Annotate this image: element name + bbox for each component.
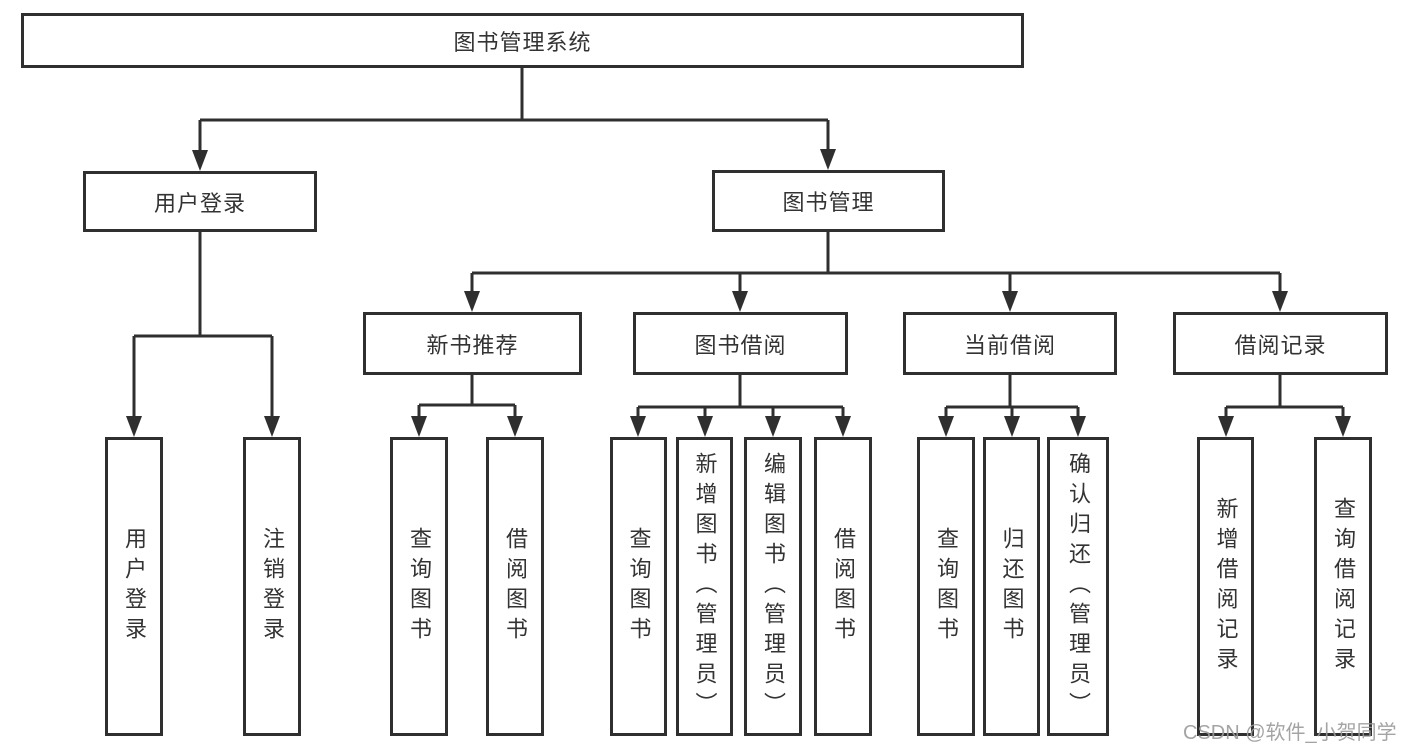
leaf-label: 新增图书（管理员）: [692, 451, 718, 722]
leaf-edit-book-admin: 编辑图书（管理员）: [744, 437, 802, 736]
leaf-query-borrow-record: 查询借阅记录: [1314, 437, 1372, 736]
csdn-watermark: CSDN @软件_小贺同学: [1183, 722, 1397, 744]
arrow-down-icon: [464, 291, 480, 312]
leaf-add-borrow-record: 新增借阅记录: [1197, 437, 1254, 736]
node-borrowing-records: 借阅记录: [1173, 312, 1388, 375]
node-book-management: 图书管理: [712, 170, 945, 232]
leaf-label: 用户登录: [122, 526, 147, 647]
arrow-down-icon: [697, 416, 713, 437]
arrow-down-icon: [765, 416, 781, 437]
arrow-down-icon: [732, 291, 748, 312]
leaf-label: 借阅图书: [503, 526, 528, 647]
leaf-confirm-return-admin: 确认归还（管理员）: [1047, 437, 1109, 736]
leaf-label: 查询图书: [626, 526, 652, 647]
leaf-user-login: 用户登录: [105, 437, 163, 736]
arrow-down-icon: [264, 416, 280, 437]
leaf-borrow-books-borrowing: 借阅图书: [814, 437, 872, 736]
arrow-down-icon: [126, 416, 142, 437]
leaf-label: 注销登录: [260, 526, 285, 647]
node-new-book-recommend: 新书推荐: [363, 312, 582, 375]
leaf-query-books-recommend: 查询图书: [390, 437, 448, 736]
leaf-borrow-books-recommend: 借阅图书: [486, 437, 544, 736]
leaf-label: 查询借阅记录: [1331, 496, 1356, 677]
node-library-management-system: 图书管理系统: [21, 13, 1024, 68]
leaf-label: 归还图书: [999, 526, 1025, 647]
arrow-down-icon: [1004, 416, 1020, 437]
leaf-add-book-admin: 新增图书（管理员）: [676, 437, 733, 736]
arrow-down-icon: [938, 416, 954, 437]
arrow-down-icon: [835, 416, 851, 437]
arrow-down-icon: [630, 416, 646, 437]
arrow-down-icon: [820, 149, 836, 170]
arrow-down-icon: [507, 416, 523, 437]
node-user-login: 用户登录: [83, 171, 317, 232]
leaf-label: 借阅图书: [831, 526, 856, 647]
arrow-down-icon: [1002, 291, 1018, 312]
leaf-logout: 注销登录: [243, 437, 301, 736]
node-book-borrowing: 图书借阅: [633, 312, 848, 375]
arrow-down-icon: [1070, 416, 1086, 437]
leaf-label: 确认归还（管理员）: [1066, 451, 1091, 722]
leaf-query-books-current: 查询图书: [917, 437, 975, 736]
leaf-label: 编辑图书（管理员）: [761, 451, 786, 722]
leaf-return-book: 归还图书: [983, 437, 1040, 736]
arrow-down-icon: [1272, 291, 1288, 312]
arrow-down-icon: [1335, 416, 1351, 437]
node-current-borrowing: 当前借阅: [903, 312, 1117, 375]
leaf-label: 查询图书: [934, 526, 959, 647]
leaf-label: 新增借阅记录: [1213, 496, 1239, 677]
arrow-down-icon: [411, 416, 427, 437]
leaf-label: 查询图书: [407, 526, 432, 647]
leaf-query-books-borrowing: 查询图书: [610, 437, 667, 736]
arrow-down-icon: [192, 150, 208, 171]
arrow-down-icon: [1218, 416, 1234, 437]
